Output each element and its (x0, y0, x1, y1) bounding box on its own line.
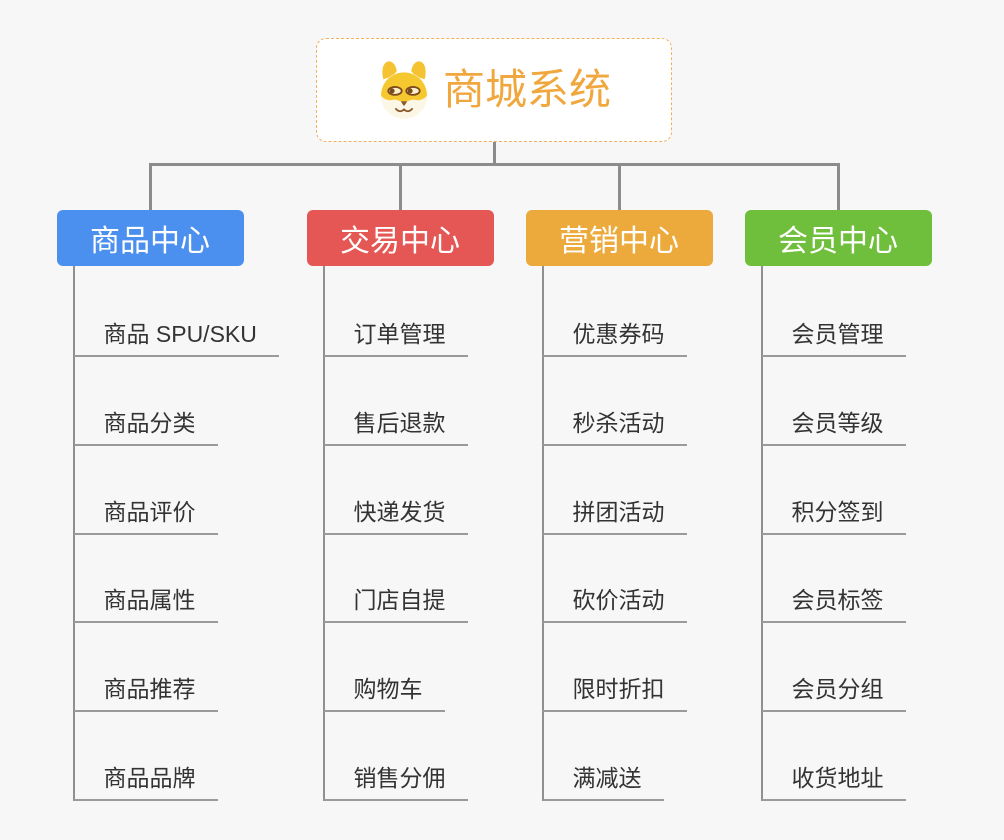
child-node[interactable]: 会员等级 (761, 404, 906, 446)
child-node[interactable]: 售后退款 (323, 404, 468, 446)
child-node[interactable]: 商品推荐 (73, 670, 218, 712)
branch-label: 商品中心 (90, 225, 210, 258)
child-node[interactable]: 积分签到 (761, 493, 906, 535)
connector-branch-drop (398, 163, 402, 210)
connector-branch-drop (617, 163, 621, 210)
child-node[interactable]: 会员分组 (761, 670, 906, 712)
child-node[interactable]: 限时折扣 (542, 670, 687, 712)
child-node[interactable]: 销售分佣 (323, 759, 468, 801)
child-node[interactable]: 满减送 (542, 759, 664, 801)
branch-label: 营销中心 (559, 225, 679, 258)
child-node[interactable]: 商品 SPU/SKU (73, 315, 279, 357)
branch-node-1[interactable]: 商品中心 (56, 210, 244, 266)
child-node[interactable]: 会员标签 (761, 581, 906, 623)
child-node[interactable]: 砍价活动 (542, 581, 687, 623)
branch-node-4[interactable]: 会员中心 (744, 210, 932, 266)
child-node[interactable]: 收货地址 (761, 759, 906, 801)
root-title: 商城系统 (442, 66, 611, 113)
branch-label: 会员中心 (778, 225, 898, 258)
connector-branch-drop (148, 163, 152, 210)
child-node[interactable]: 快递发货 (323, 493, 468, 535)
child-node[interactable]: 商品评价 (73, 493, 218, 535)
child-node[interactable]: 门店自提 (323, 581, 468, 623)
child-node[interactable]: 会员管理 (761, 315, 906, 357)
child-node[interactable]: 优惠券码 (542, 315, 687, 357)
child-node[interactable]: 拼团活动 (542, 493, 687, 535)
connector-branch-drop (836, 163, 840, 210)
child-node[interactable]: 购物车 (323, 670, 445, 712)
branch-node-3[interactable]: 营销中心 (525, 210, 713, 266)
branch-node-2[interactable]: 交易中心 (306, 210, 494, 266)
child-node[interactable]: 商品分类 (73, 404, 218, 446)
root-node[interactable]: 商城系统 (316, 38, 672, 142)
shiba-dog-icon (380, 61, 428, 119)
branch-label: 交易中心 (340, 225, 460, 258)
connector-root-stem (492, 142, 496, 164)
child-node[interactable]: 订单管理 (323, 315, 468, 357)
child-node[interactable]: 商品品牌 (73, 759, 218, 801)
child-node[interactable]: 秒杀活动 (542, 404, 687, 446)
child-node[interactable]: 商品属性 (73, 581, 218, 623)
connector-branch-bus (148, 163, 840, 166)
